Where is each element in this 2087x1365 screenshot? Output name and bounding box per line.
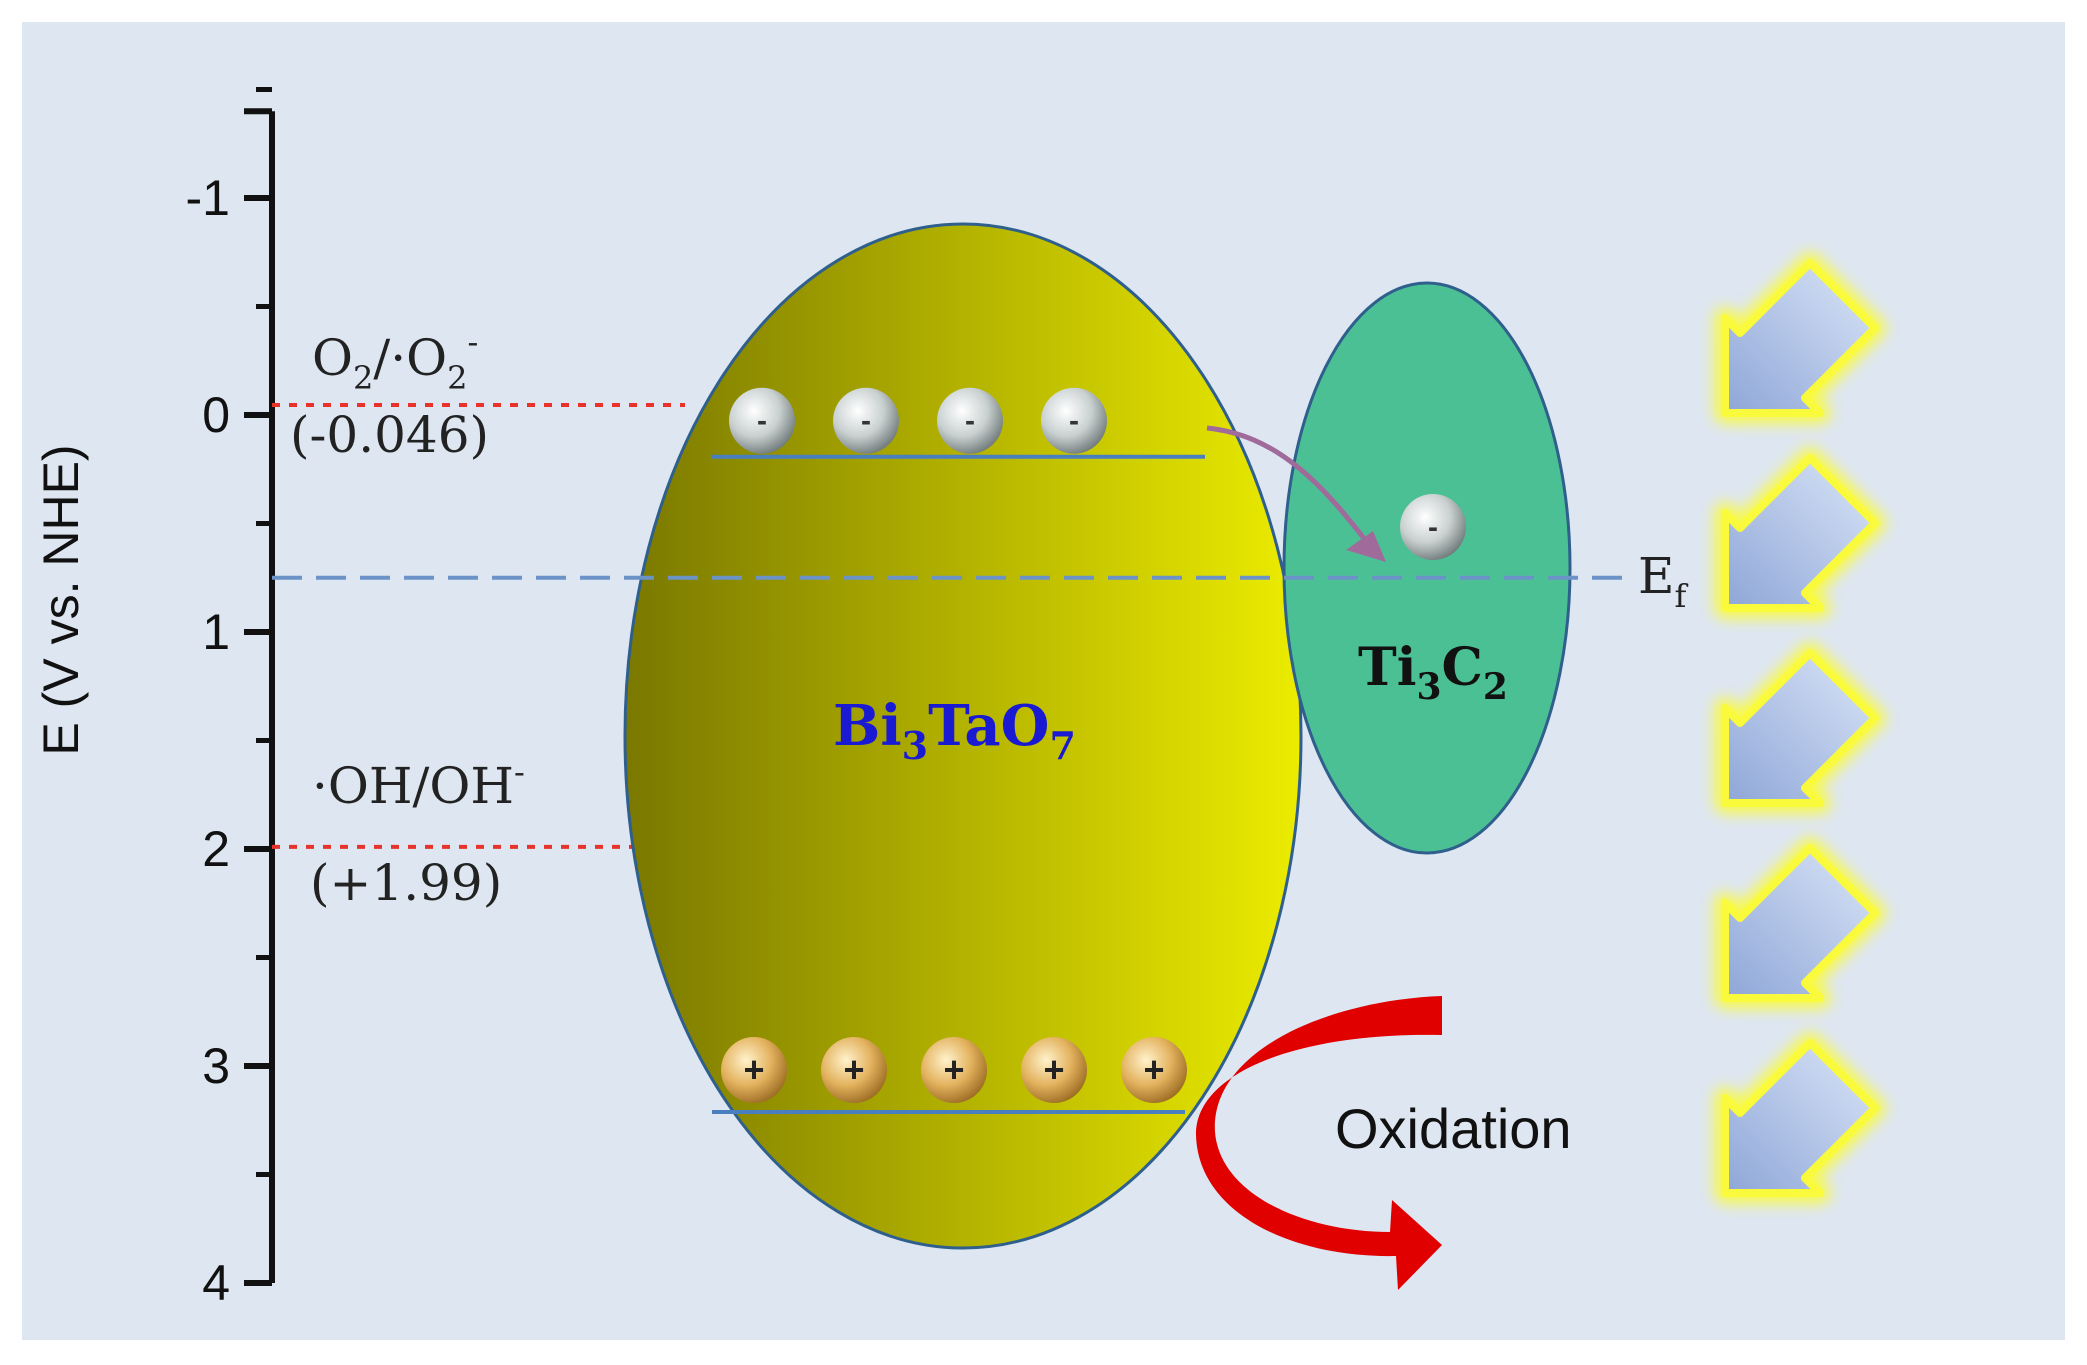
electron: - bbox=[1041, 387, 1107, 454]
axis-tick-label: -1 bbox=[186, 170, 230, 226]
hole-symbol: + bbox=[743, 1049, 764, 1090]
hole-symbol: + bbox=[843, 1049, 864, 1090]
axis-tick-label: 0 bbox=[202, 387, 230, 443]
axis-tick-label: 4 bbox=[202, 1255, 230, 1311]
light-arrow bbox=[1714, 837, 1886, 1009]
hole-symbol: + bbox=[1043, 1049, 1064, 1090]
oh-redox-label: ·OH/OH- bbox=[312, 753, 525, 815]
oh-redox-value: (+1.99) bbox=[310, 854, 502, 912]
hole: + bbox=[1121, 1037, 1187, 1104]
axis-tick-label: 3 bbox=[202, 1038, 230, 1094]
light-arrow bbox=[1714, 642, 1886, 814]
hole-symbol: + bbox=[943, 1049, 964, 1090]
electron-symbol: - bbox=[861, 405, 871, 438]
svg-text:-: - bbox=[1428, 511, 1438, 544]
electron: - bbox=[729, 387, 795, 454]
ti3c2-electron: - bbox=[1400, 494, 1466, 560]
electron-transfer-arrow bbox=[1206, 425, 1374, 551]
light-arrow bbox=[1714, 252, 1886, 424]
energy-axis: -1 0 1 2 3 4 bbox=[186, 87, 275, 1311]
oxidation-arrow bbox=[1195, 996, 1442, 1290]
o2-redox-label: O2/·O2- bbox=[312, 323, 478, 397]
hole: + bbox=[1021, 1037, 1087, 1104]
electron: - bbox=[833, 387, 899, 454]
electron-symbol: - bbox=[757, 405, 767, 438]
fermi-level-label: Ef bbox=[1638, 547, 1689, 615]
electron: - bbox=[937, 387, 1003, 454]
o2-redox-value: (-0.046) bbox=[290, 406, 489, 464]
axis-tick-label: 2 bbox=[202, 821, 230, 877]
axis-tick-label: 1 bbox=[202, 604, 230, 660]
light-arrow bbox=[1714, 447, 1886, 619]
hole: + bbox=[821, 1037, 887, 1104]
electron-group: ---- bbox=[729, 387, 1107, 454]
electron-symbol: - bbox=[965, 405, 975, 438]
hole-group: + + + + + bbox=[721, 1037, 1187, 1104]
hole: + bbox=[921, 1037, 987, 1104]
electron-symbol: - bbox=[1069, 405, 1079, 438]
axis-label: E (V vs. NHE) bbox=[33, 444, 89, 755]
oxidation-label: Oxidation bbox=[1335, 1097, 1572, 1160]
bi3tao7-particle bbox=[623, 222, 1303, 1250]
light-arrow-group bbox=[1714, 252, 1886, 1204]
hole-symbol: + bbox=[1143, 1049, 1164, 1090]
electron-transfer-arrowhead bbox=[1346, 531, 1386, 562]
light-arrow bbox=[1714, 1032, 1886, 1204]
hole: + bbox=[721, 1037, 787, 1104]
ti3c2-label: Ti3C2 bbox=[1358, 637, 1508, 708]
ti3c2-particle bbox=[1282, 281, 1572, 855]
bi3tao7-label: Bi3TaO7 bbox=[833, 693, 1076, 768]
